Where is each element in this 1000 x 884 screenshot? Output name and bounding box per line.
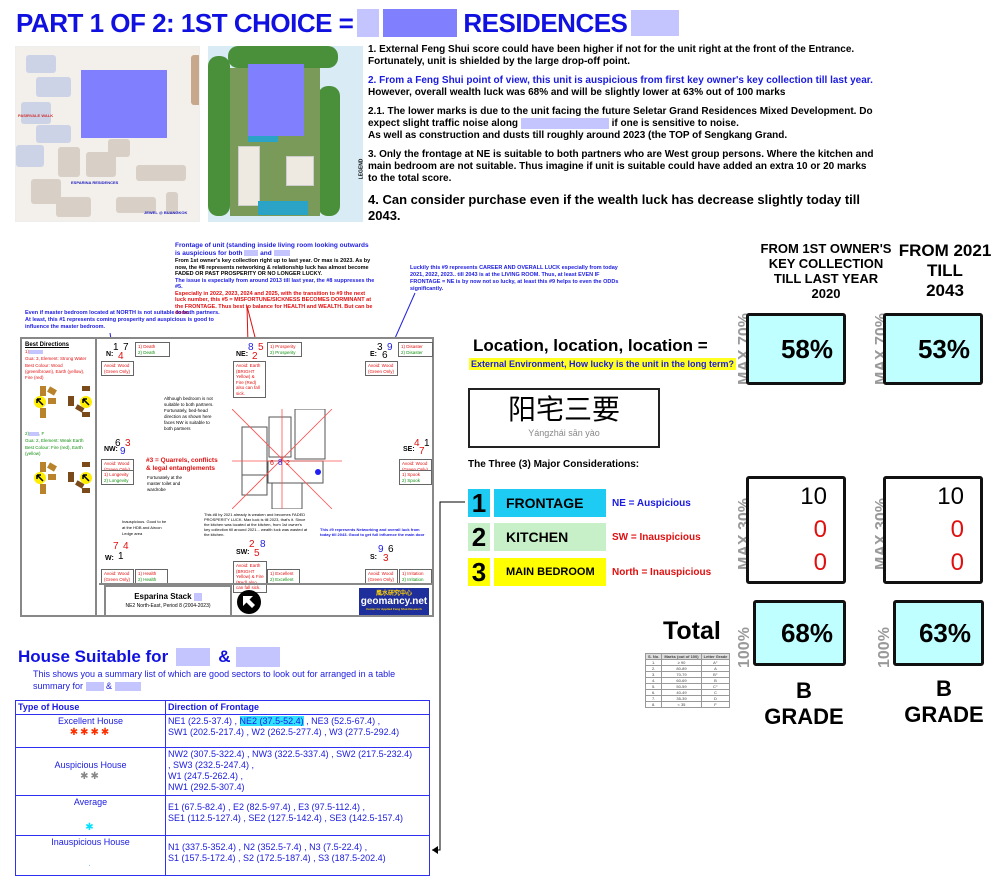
house-suitability-table: Type of House Direction of Frontage Exce…: [15, 700, 430, 876]
stack-info: Esparina Stack NE2 North-East, Period 8 …: [104, 585, 232, 617]
considerations-title: The Three (3) Major Considerations:: [468, 459, 640, 470]
feng-shui-chart: Best Directions 1) Gua: 3, Element: Stro…: [20, 337, 434, 617]
table-row: Excellent House ✱✱✱✱ NE1 (22.5-37.4) , N…: [15, 714, 430, 748]
frontage-note: Frontage of unit (standing inside living…: [175, 242, 375, 316]
north-arrow-icon: [237, 590, 261, 614]
location-subtitle: External Environment, How lucky is the u…: [469, 358, 737, 370]
redacted-block: [631, 10, 680, 36]
north-note: Even if master bedroom located at NORTH …: [25, 310, 220, 330]
redacted-block: [81, 70, 167, 138]
sector-label-se: SE:: [403, 446, 415, 453]
svg-text:8: 8: [278, 458, 283, 467]
sector-label-nw: NW:: [104, 446, 118, 453]
total-score-1: 68%: [753, 600, 846, 666]
sw-note: This #8 by 2021 already is weaken and be…: [204, 512, 308, 537]
max100-label: 100%: [876, 627, 893, 668]
redacted-block: [357, 9, 380, 37]
marks-box-2: 10 0 0: [883, 476, 983, 584]
site-plan: LEGEND: [208, 46, 363, 222]
quarrel-note: #3 = Quarrels, conflicts & legal entangl…: [146, 457, 218, 472]
note-2-1: 2.1. The lower marks is due to the unit …: [368, 106, 873, 142]
chinese-title-box: 阳宅三要 Yángzhái sān yào: [468, 388, 660, 448]
map-label: JEWEL @ BUANGKOK: [144, 210, 188, 215]
note-4: 4. Can consider purchase even if the wea…: [368, 192, 861, 224]
consideration-frontage: 1 FRONTAGE NE = Auspicious: [468, 489, 691, 517]
location-score-1: 58%: [746, 313, 846, 385]
house-suitable-title: House Suitable for &: [18, 647, 281, 667]
analysis-notes: 1. External Feng Shui score could have b…: [368, 44, 878, 231]
redacted-block: [248, 64, 304, 136]
period-header-1: FROM 1ST OWNER'S KEY COLLECTION TILL LAS…: [760, 241, 892, 301]
redacted-block: [383, 9, 458, 37]
sector-label-e: E:: [370, 351, 377, 358]
note-3: 3. Only the frontage at NE is suitable t…: [368, 149, 874, 185]
location-map: PASIRVALE WALK ESPARINA RESIDENCES JEWEL…: [15, 46, 200, 222]
consideration-main-bedroom: 3 MAIN BEDROOM North = Inauspicious: [468, 558, 711, 586]
compass-icon: [34, 462, 92, 494]
star-rating: ✱: [85, 822, 96, 833]
sector-label-ne: NE:: [236, 351, 249, 358]
marks-box-1: 10 0 0: [746, 476, 846, 584]
map-label: ESPARINA RESIDENCES: [71, 180, 119, 185]
compass-icon: [34, 386, 92, 418]
luckily-note: Luckily this #9 represents CAREER AND OV…: [410, 265, 619, 292]
table-row: Inauspicious House · N1 (337.5-352.4) , …: [15, 835, 430, 876]
total-score-2: 63%: [893, 600, 984, 666]
table-row: Auspicious House ✱✱ NW2 (307.5-322.4) , …: [15, 747, 430, 796]
s-note: This #9 represents Networking and overal…: [320, 527, 425, 537]
max100-label: 100%: [736, 627, 753, 668]
star-rating: ✱✱: [80, 771, 101, 782]
sector-label-sw: SW:: [236, 549, 250, 556]
grade-scale-table: S. No.Marks (out of 100)Letter Grade 1.≥…: [644, 653, 731, 708]
consideration-kitchen: 2 KITCHEN SW = Inauspicious: [468, 523, 701, 551]
sector-label-s: S:: [370, 554, 377, 561]
location-score-2: 53%: [883, 313, 983, 385]
table-row: Average ✱ E1 (67.5-82.4) , E2 (82.5-97.4…: [15, 795, 430, 836]
note-1: 1. External Feng Shui score could have b…: [368, 44, 855, 67]
period-header-2: FROM 2021 TILL 2043: [898, 241, 992, 300]
star-rating: ✱✱✱✱: [69, 727, 112, 738]
best-directions-panel: Best Directions 1) Gua: 3, Element: Stro…: [22, 339, 97, 615]
sector-label-n: N:: [106, 351, 114, 358]
svg-text:2: 2: [286, 460, 290, 467]
svg-text:6: 6: [270, 460, 274, 467]
geomancy-logo: 風水研究中心 geomancy.net Center for Applied F…: [359, 588, 429, 615]
sector-label-w: W:: [105, 555, 114, 562]
map-label: PASIRVALE WALK: [18, 113, 54, 118]
house-suitable-subtitle: This shows you a summary list of which a…: [33, 669, 396, 692]
note-2: 2. From a Feng Shui point of view, this …: [368, 75, 873, 98]
page-title: PART 1 OF 2: 1ST CHOICE = RESIDENCES: [16, 6, 680, 40]
location-title: Location, location, location =: [473, 336, 708, 355]
total-label: Total: [663, 617, 721, 645]
star-rating: ·: [87, 860, 94, 871]
bedroom-note: Although bedroom is not suitable to both…: [164, 396, 214, 431]
w-note: Inauspicious. Good to be at the HDB and …: [122, 519, 167, 536]
floor-plan: 6 8 2: [232, 409, 342, 509]
